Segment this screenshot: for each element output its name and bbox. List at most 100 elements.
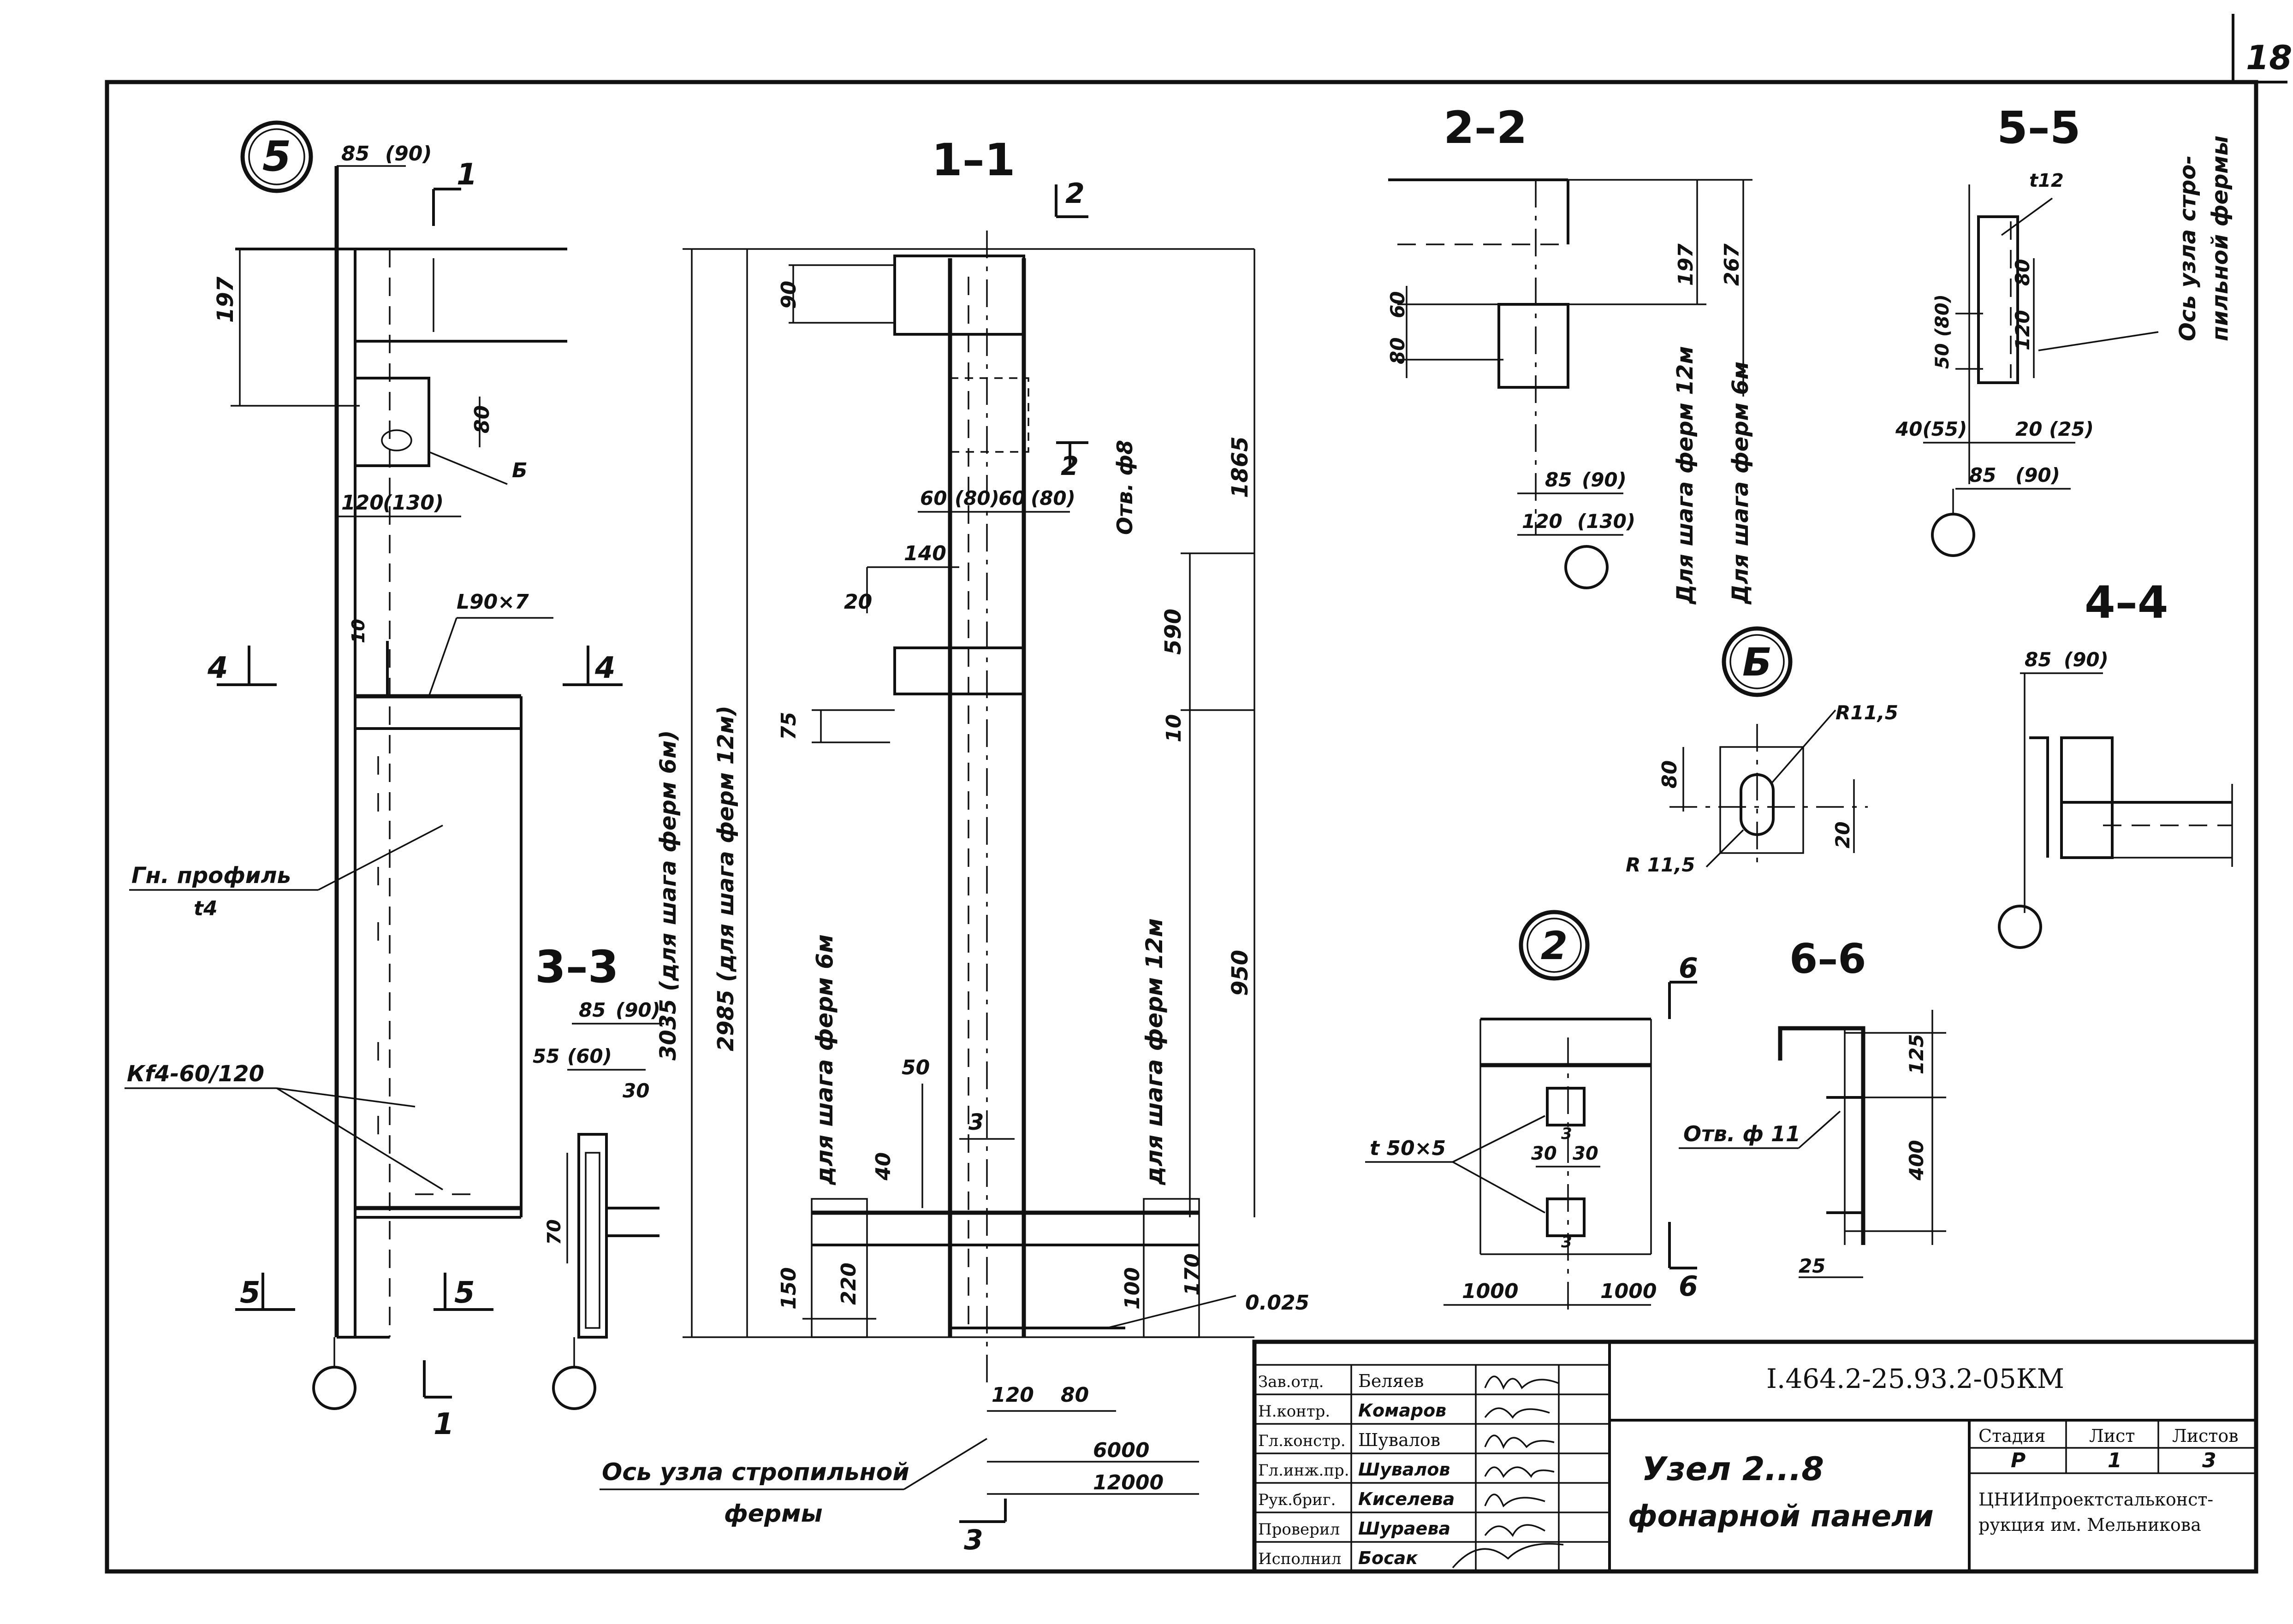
section-4-4-view: 4–4 85 (90) [1998, 577, 2233, 949]
node-2-dim-1000a: 1000 [1462, 1280, 1518, 1303]
section-5-5-axis-2: пильной фермы [2207, 136, 2233, 341]
section-2-2-note-12m: Для шага ферм 12м [1672, 346, 1698, 605]
name-3: Шувалов [1358, 1459, 1450, 1480]
section-1-1-dim-12000: 12000 [1093, 1471, 1164, 1494]
section-2-2-dim-130: (130) [1577, 510, 1635, 533]
node-5-dim-120: 120 [341, 491, 384, 515]
detail-b-dim-20: 20 [1831, 822, 1854, 848]
role-gl-inzh: Гл.инж.пр. [1258, 1461, 1349, 1480]
section-2-2-view: 2–2 80 60 197 267 85 (90) 120 (130) Для … [1386, 102, 1753, 605]
node-5-callout-detail: Б [512, 459, 528, 482]
sheet-value: 1 [2108, 1449, 2122, 1472]
section-2-2-dim-120: 120 [1522, 510, 1562, 533]
section-3-3-dim-30: 30 [623, 1079, 649, 1102]
node-5-mark-1-top: 1 [457, 158, 477, 192]
section-1-1-top-60b: 60 [998, 487, 1025, 510]
detail-b-marker-circle [1722, 626, 1793, 697]
name-5: Шураева [1358, 1518, 1450, 1539]
node-2-mark-6-top: 6 [1679, 952, 1698, 984]
org-line-2: рукция им. Мельникова [1978, 1515, 2201, 1535]
section-2-2-axis-circle [1564, 545, 1609, 589]
page-number: 18 [2246, 38, 2292, 77]
stage-header: Стадия [1978, 1426, 2045, 1446]
role-zav-otd: Зав.отд. [1258, 1373, 1324, 1391]
node-2-dim-3a: 3 [1561, 1125, 1572, 1143]
section-3-3-title: 3–3 [535, 941, 619, 993]
section-4-4-title: 4–4 [2085, 577, 2168, 628]
section-1-1-dim-50: 50 [902, 1056, 930, 1079]
detail-b-r-top: R11,5 [1836, 701, 1898, 724]
section-5-5-dim-20-25: 20 (25) [2015, 418, 2094, 440]
name-4: Киселева [1358, 1489, 1455, 1509]
section-1-1-top-60a: 60 [920, 487, 947, 510]
node-5-view: 5 85 (90) 197 [125, 120, 623, 1441]
section-6-6-dim-400: 400 [1905, 1140, 1928, 1181]
org-line-1: ЦНИИпроектстальконст- [1978, 1489, 2213, 1510]
section-2-2-dim-80: 80 [1386, 338, 1409, 364]
sheet-frame: 18 [105, 14, 2292, 1574]
doc-code: I.464.2-25.93.2-05КМ [1766, 1363, 2064, 1394]
section-1-1-mark-3: 3 [964, 1524, 983, 1556]
section-5-5-title: 5–5 [1997, 102, 2081, 154]
section-1-1-dim-3: 3 [968, 1109, 984, 1135]
node-2-mark-6-bottom: 6 [1679, 1270, 1698, 1303]
section-1-1-slope: 0.025 [1245, 1291, 1309, 1315]
node-5-dim-90: (90) [385, 142, 432, 166]
section-4-4-axis-circle [1998, 905, 2042, 949]
node-2-dim-1000b: 1000 [1600, 1280, 1657, 1303]
section-1-1-dim-40: 40 [872, 1152, 895, 1181]
node-5-callout-angle: L90×7 [457, 590, 529, 614]
section-1-1-view: 1–1 3035 (для шага ферм 6м) 2985 (для ша… [600, 134, 1309, 1556]
section-5-5-axis-1: Ось узла стро- [2175, 155, 2201, 341]
section-1-1-overall-12m: 2985 (для шага ферм 12м) [713, 705, 739, 1051]
role-gl-konstr: Гл.констр. [1258, 1432, 1346, 1450]
node-5-axis-circle [312, 1366, 356, 1410]
node-5-dim-197: 197 [213, 276, 238, 323]
node-2-t50x5: t 50×5 [1370, 1137, 1446, 1160]
section-2-2-dim-60: 60 [1386, 291, 1409, 318]
detail-b-view: Б R11,5 R 11,5 80 20 [1626, 626, 1898, 876]
name-2: Шувалов [1358, 1430, 1440, 1450]
section-1-1-dim-10: 10 [1162, 714, 1186, 742]
node-5-marker: 5 [262, 132, 291, 181]
section-1-1-dim-20: 20 [844, 590, 872, 614]
section-6-6-title: 6–6 [1789, 935, 1866, 983]
section-3-3-dim-70: 70 [544, 1219, 565, 1245]
name-1: Комаров [1358, 1400, 1446, 1421]
section-1-1-dim-170: 170 [1181, 1253, 1204, 1296]
node-2-view: 2 t 50×5 3 30 30 3 1000 1000 6 6 [1365, 910, 1698, 1310]
section-1-1-mark-2-top: 2 [1065, 178, 1085, 210]
role-ispolnil: Исполнил [1258, 1550, 1341, 1568]
section-1-1-dim-80: 80 [1061, 1383, 1089, 1407]
sheet-header: Лист [2089, 1426, 2135, 1446]
section-5-5-dim-50-80: 50 (80) [1932, 294, 1953, 369]
section-3-3-axis-circle [552, 1366, 596, 1410]
section-1-1-top-80b: (80) [1031, 487, 1075, 510]
section-3-3-dim-90: (90) [616, 999, 660, 1021]
drawing-title-1: Узел 2...8 [1642, 1450, 1824, 1488]
section-3-3-dim-60: (60) [567, 1045, 612, 1067]
node-5-mark-1-bottom: 1 [434, 1407, 454, 1441]
name-6: Босак [1358, 1548, 1418, 1568]
role-proveril: Проверил [1258, 1520, 1340, 1539]
node-5-callout-profile-1: Гн. профиль [131, 863, 291, 889]
section-5-5-dim-90: (90) [2015, 464, 2060, 486]
section-1-1-axis-2: фермы [724, 1500, 823, 1528]
drawing-title-2: фонарной панели [1628, 1500, 1934, 1534]
name-0: Беляев [1358, 1371, 1424, 1391]
section-5-5-view: 5–5 t12 80 120 50 (80) 40(55) 20 (25) 85… [1895, 102, 2233, 557]
role-ruk-brig: Рук.бриг. [1258, 1491, 1336, 1509]
node-5-callout-profile-2: t4 [194, 897, 218, 920]
sheets-value: 3 [2202, 1449, 2216, 1472]
section-5-5-dim-120: 120 [2011, 310, 2034, 350]
node-5-mark-5-left: 5 [240, 1276, 261, 1310]
section-4-4-dim-85: 85 [2025, 648, 2051, 671]
detail-b-marker: Б [1742, 640, 1772, 685]
section-1-1-dim-6000: 6000 [1093, 1439, 1149, 1462]
section-1-1-dim-120: 120 [992, 1383, 1034, 1407]
section-5-5-dim-t12: t12 [2029, 170, 2064, 191]
node-5-callout-weld: Кf4-60/120 [127, 1061, 264, 1087]
section-5-5-dim-80: 80 [2011, 259, 2034, 286]
section-2-2-note-6m: Для шага ферм 6м [1728, 362, 1753, 605]
